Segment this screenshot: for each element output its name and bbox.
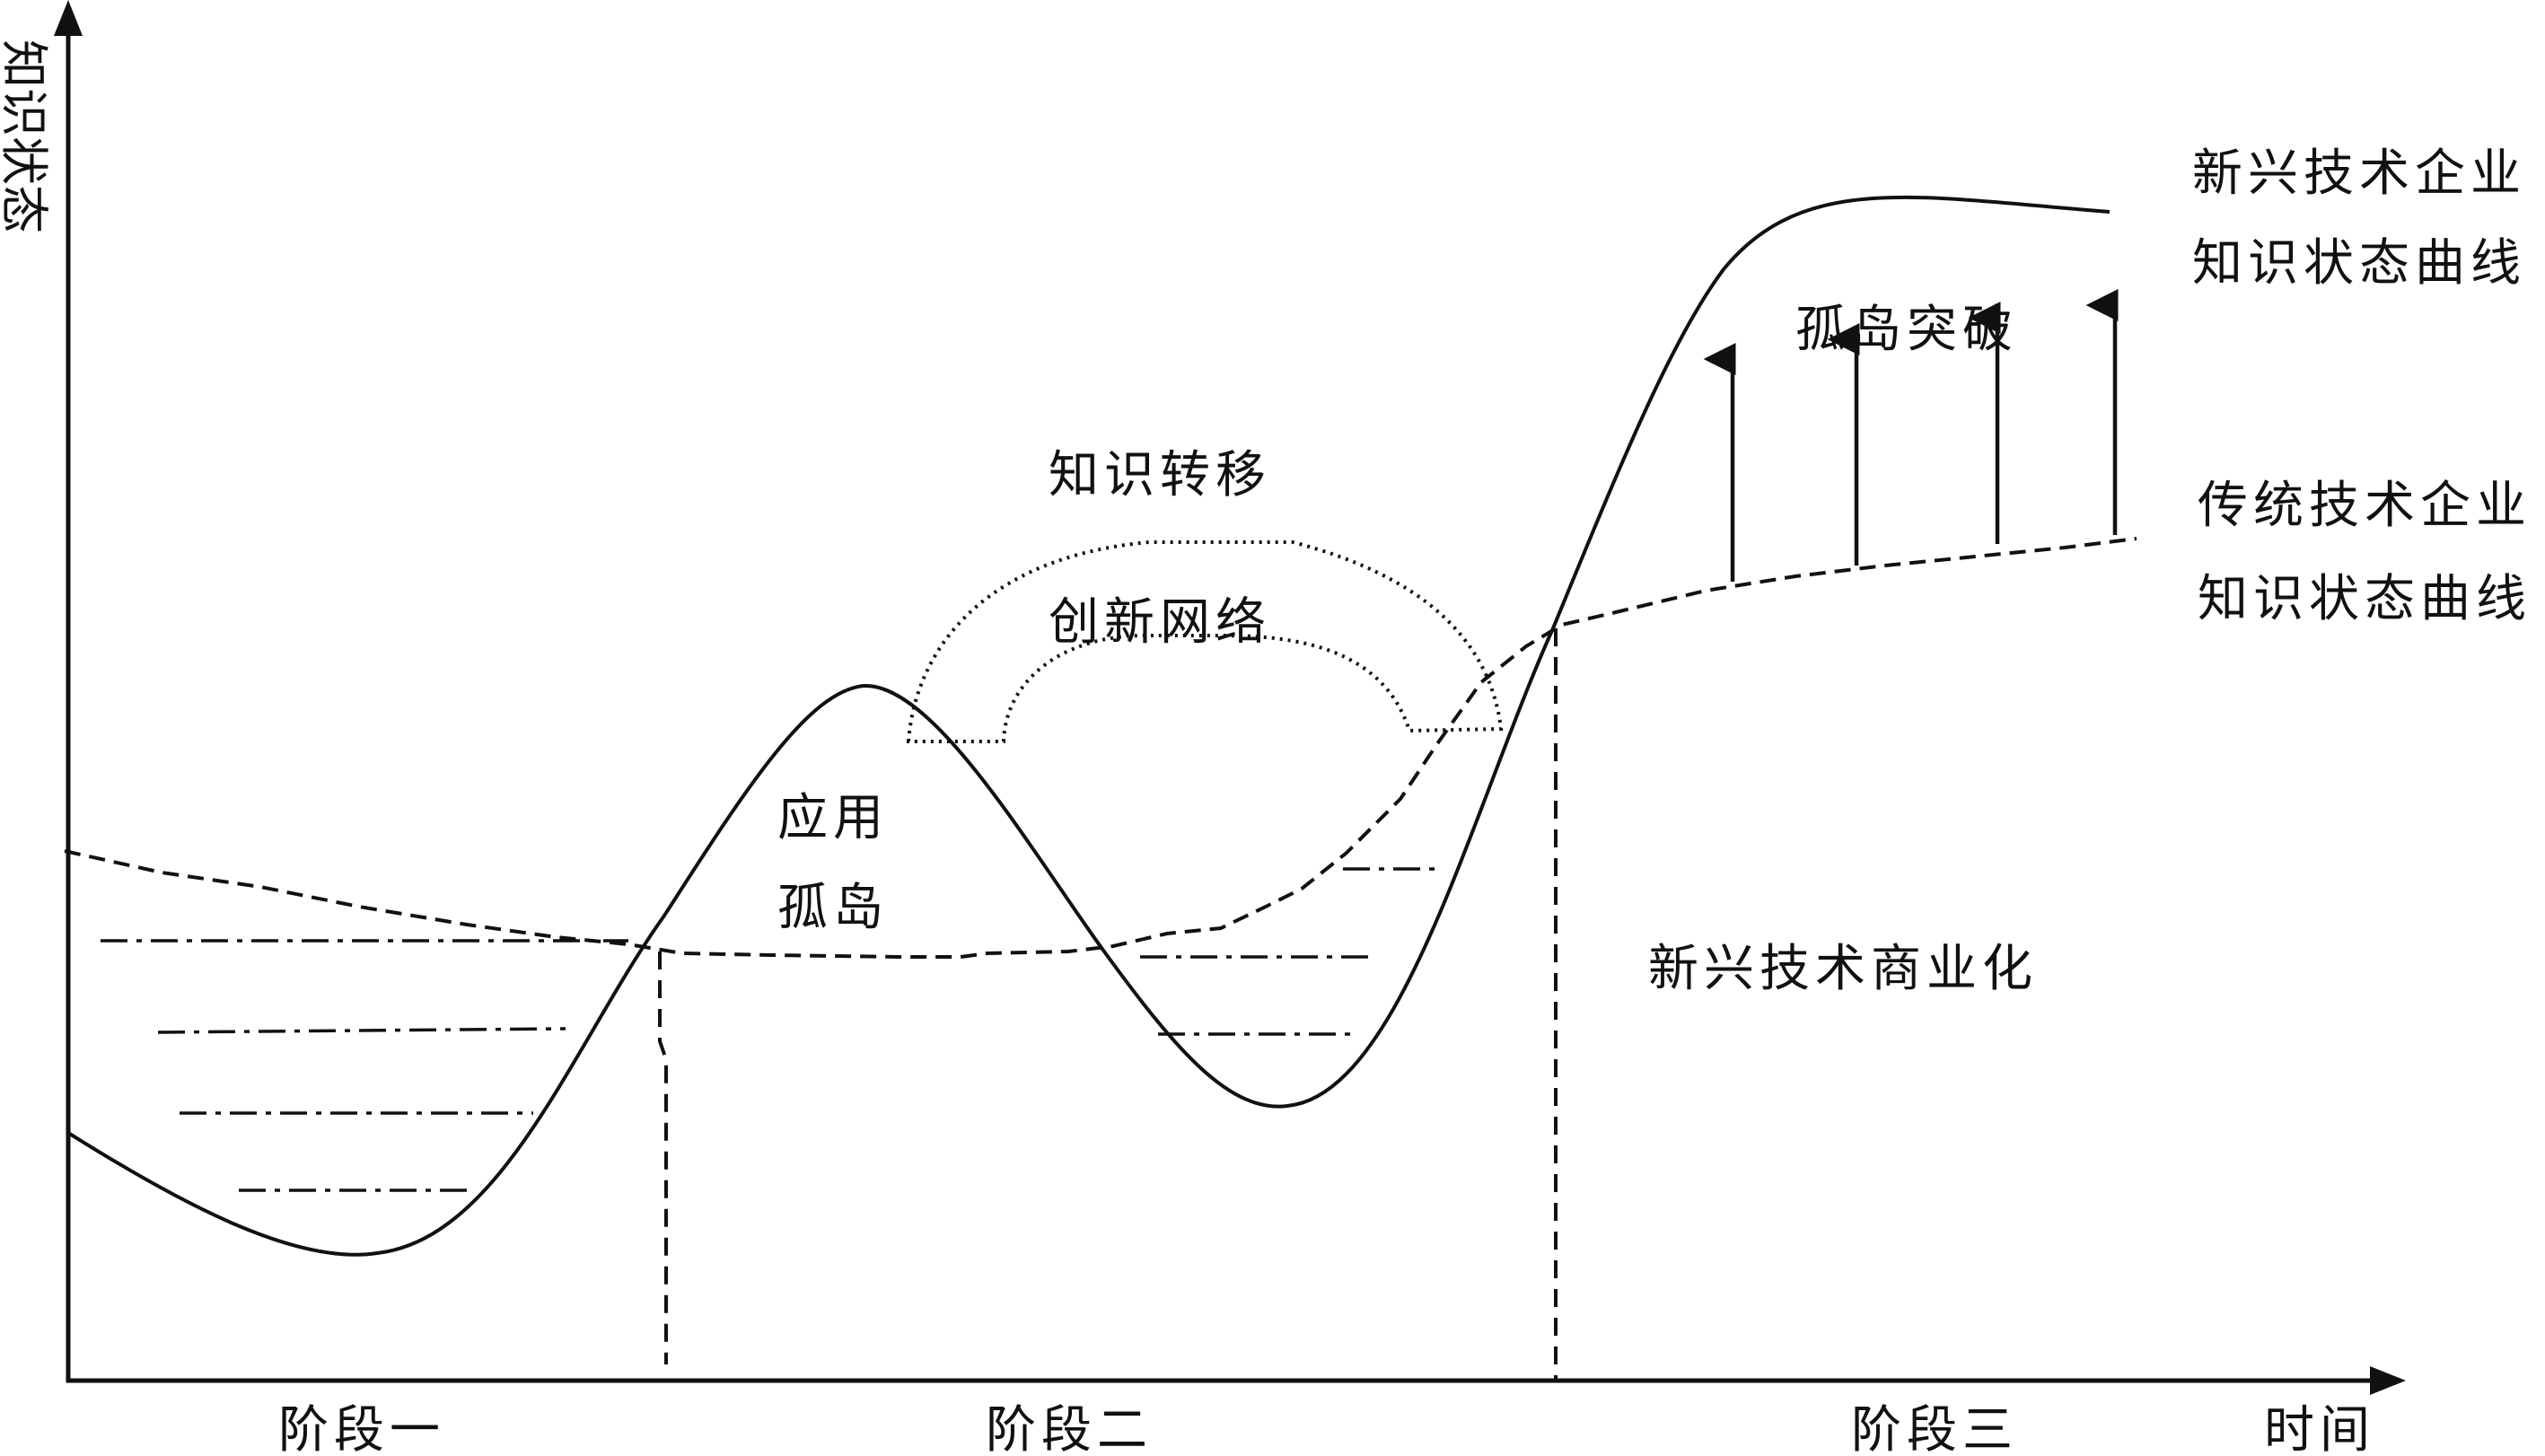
stage-2-label: 阶段二: [986, 1401, 1153, 1456]
stage-divider-1: [658, 952, 668, 1364]
legend-emerging-line1: 新兴技术企业: [2192, 145, 2526, 203]
emerging-knowledge-curve: [66, 195, 2111, 1257]
innovation-network-dome: [906, 540, 1504, 743]
legend-traditional-line2: 知识状态曲线: [2198, 570, 2532, 628]
legend-emerging-line2: 知识状态曲线: [2192, 234, 2526, 293]
commercialization-label: 新兴技术商业化: [1648, 940, 2038, 998]
innovation-network-label: 创新网络: [1049, 593, 1271, 652]
stage-3-label: 阶段三: [1851, 1401, 2018, 1456]
y-axis-label: 知识状态: [0, 39, 52, 233]
island-breakthrough-label: 孤岛突破: [1795, 301, 2018, 359]
traditional-knowledge-curve: [64, 537, 2137, 959]
legend-traditional-line1: 传统技术企业: [2198, 477, 2532, 535]
application-island-label-1: 应用: [777, 789, 889, 847]
stage1-level-2: [157, 1027, 566, 1034]
application-island-label-2: 孤岛: [777, 879, 889, 937]
x-axis-label: 时间: [2264, 1401, 2375, 1456]
stage-1-label: 阶段一: [278, 1401, 445, 1456]
y-axis-arrow: [54, 0, 83, 36]
knowledge-transfer-label: 知识转移: [1049, 446, 1271, 504]
x-axis-arrow: [2370, 1366, 2406, 1395]
